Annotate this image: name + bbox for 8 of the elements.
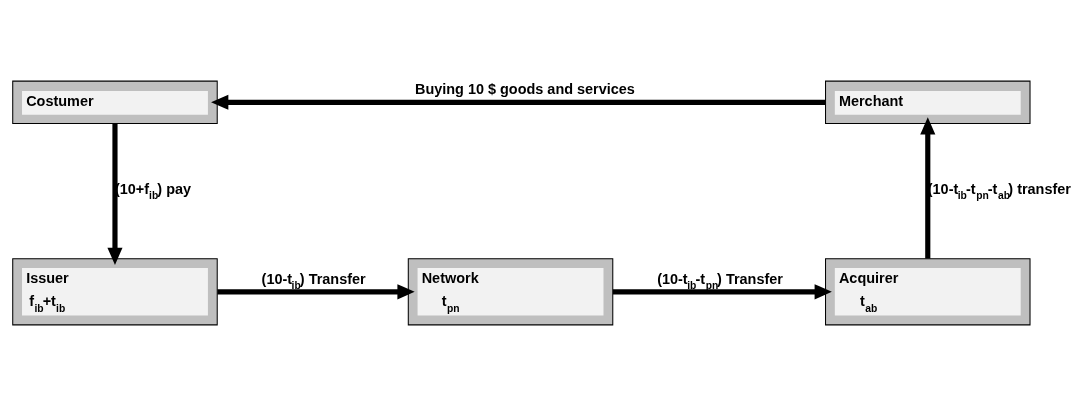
arrow bbox=[217, 283, 415, 299]
edge-label: Buying 10 $ goods and services bbox=[415, 80, 635, 97]
arrow bbox=[107, 123, 123, 265]
arrow bbox=[612, 283, 832, 299]
edge-label: (10-t$_{ib}$-t$_{pn}$) Transfer bbox=[657, 270, 783, 291]
arrow bbox=[211, 94, 826, 110]
edge-label: (10-t$_{ib}$) Transfer bbox=[261, 270, 366, 291]
arrow bbox=[920, 116, 936, 258]
